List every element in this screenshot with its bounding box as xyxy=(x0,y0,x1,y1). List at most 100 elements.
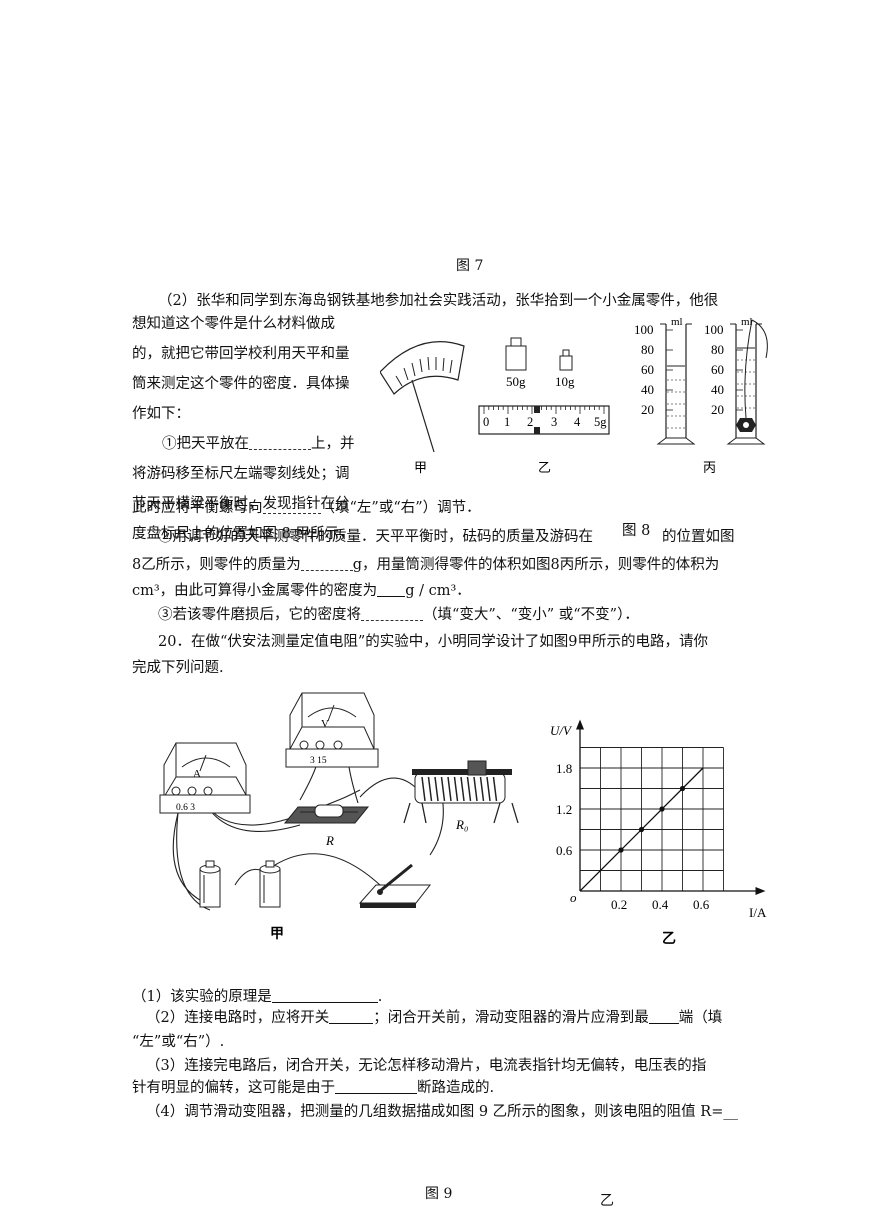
blank-density-change[interactable] xyxy=(361,606,423,621)
rider-bottom xyxy=(534,427,540,434)
q19-step2-line-1: ②用调节好的天平测零件的质量．天平平衡时，砝码的质量及游码在 xyxy=(158,529,593,545)
q20-sub1: （1）该实验的原理是. xyxy=(132,988,383,1005)
x-tick-label: 0.4 xyxy=(652,897,669,912)
q19-intro-line-1: （2）张华和同学到东海岛钢铁基地参加社会实践活动，张华拾到一个小金属零件，他很 xyxy=(158,293,719,309)
rheostat-coil xyxy=(479,776,485,802)
ammeter-scale: 0.6 3 xyxy=(176,803,195,813)
ruler-tick-label: 5g xyxy=(594,415,607,429)
blank-nut-direction[interactable] xyxy=(262,499,321,514)
ruler-tick-label: 4 xyxy=(574,415,581,429)
blank-slider-end[interactable] xyxy=(648,1009,679,1024)
resistor-label: R xyxy=(325,833,334,848)
weight-50g-label: 50g xyxy=(506,374,526,389)
q20-sub3-line-2: 针有明显的偏转，这可能是由于断路造成的. xyxy=(132,1079,495,1096)
ruler-tick-label: 3 xyxy=(551,415,557,429)
q19-intro-line: 作如下： xyxy=(132,406,190,422)
rheostat-coil xyxy=(434,776,439,802)
q20-sub2: （2）连接电路时，应将开关；闭合开关前，滑动变阻器的滑片应滑到最端（填 xyxy=(146,1009,723,1026)
battery-icon xyxy=(199,860,221,908)
rheostat-coil xyxy=(421,776,426,802)
q19-step1-line: 节天平横梁平衡时，发现指针在分 xyxy=(132,496,350,512)
blank-switch-state[interactable] xyxy=(329,1009,374,1024)
data-point xyxy=(659,806,665,812)
chart-points xyxy=(618,785,686,853)
q20-sub2-line-2: “左”或“右”）. xyxy=(132,1034,225,1050)
figure-9-bottom-yi: 乙 xyxy=(600,1193,614,1209)
cylinder-unit: ml xyxy=(741,316,753,328)
q19-intro-block: 想知道这个零件是什么材料做成 的，就把它带回学校利用天平和量 筒来测定这个零件的… xyxy=(132,309,382,549)
cylinder-tick: 80 xyxy=(711,342,724,357)
rheostat-coil xyxy=(440,776,446,802)
blank-principle[interactable] xyxy=(271,988,378,1003)
measuring-cylinder-water: ml 100 80 60 40 20 xyxy=(634,316,696,445)
cylinder-unit: ml xyxy=(671,316,683,328)
voltmeter-scale: 3 15 xyxy=(310,756,327,766)
cylinder-tick: 60 xyxy=(711,362,724,377)
voltmeter-icon xyxy=(285,692,379,768)
q19-step1-last-line: 此时应将平衡螺母向（填“左”或“右”）调节． xyxy=(132,499,481,516)
blank-density[interactable] xyxy=(377,582,406,597)
figure-8: 50g 10g 0 1 2 3 4 5g xyxy=(380,316,768,475)
figure-9-circuit: A 0.6 3 V 3 15 R xyxy=(159,692,519,942)
q19-step3-line: ③若该零件磨损后，它的密度将（填“变大”、“变小” 或“不变”）． xyxy=(158,606,639,623)
ruler-tick-label: 2 xyxy=(527,415,533,429)
x-tick-label: 0.2 xyxy=(611,897,627,912)
q19-intro-line: 的，就把它带回学校利用天平和量 xyxy=(132,346,350,362)
resistor-icon xyxy=(283,804,370,824)
data-point xyxy=(638,826,645,833)
chart-grid xyxy=(580,747,724,891)
blank-placement[interactable] xyxy=(249,435,311,450)
cylinder-tick: 20 xyxy=(711,402,724,417)
blank-mass[interactable] xyxy=(300,556,353,571)
balance-scale-dial xyxy=(380,341,465,453)
cylinder-tick: 40 xyxy=(711,382,724,397)
origin-label: o xyxy=(570,890,577,905)
rheostat-icon xyxy=(403,760,519,824)
q19-step2-line-1-end: 的位置如图 xyxy=(662,529,735,545)
rheostat-coil xyxy=(447,776,452,802)
balance-ruler: 0 1 2 3 4 5g xyxy=(478,405,610,435)
q20-sub4: （4）调节滑动变阻器，把测量的几组数据描成如图 9 乙所示的图象，则该电阻的阻值… xyxy=(146,1104,738,1120)
figure-8-caption: 图 8 xyxy=(622,523,651,539)
figure-9-label-yi: 乙 xyxy=(662,931,676,945)
data-point xyxy=(679,785,686,792)
cylinder-tick: 40 xyxy=(641,382,654,397)
battery-icon xyxy=(259,860,281,908)
ruler-tick-label: 0 xyxy=(483,415,489,429)
q19-intro-line: 想知道这个零件是什么材料做成 xyxy=(132,316,335,332)
blank-open-circuit[interactable] xyxy=(335,1079,417,1094)
voltmeter-label: V xyxy=(321,718,329,730)
weight-10g-label: 10g xyxy=(555,374,575,389)
y-tick-label: 0.6 xyxy=(556,843,573,858)
cylinder-tick: 100 xyxy=(704,322,724,337)
x-tick-label: 0.6 xyxy=(693,897,710,912)
q19-step1-line: ①把天平放在上，并 xyxy=(162,435,355,452)
ammeter-icon xyxy=(159,742,251,814)
rheostat-coil xyxy=(473,776,478,802)
weight-50g-icon xyxy=(505,337,527,371)
switch-icon xyxy=(358,863,432,908)
weight-10g-icon xyxy=(559,349,573,371)
data-point xyxy=(618,847,624,853)
y-tick-label: 1.2 xyxy=(556,802,572,817)
rheostat-coil xyxy=(486,776,491,802)
cylinder-tick: 20 xyxy=(641,402,654,417)
figure-8-label-yi: 乙 xyxy=(538,460,551,475)
q19-step1-line: 度盘标尺上的位置如图 8 甲所示， xyxy=(132,526,354,542)
q19-step1-line: 将游码移至标尺左端零刻线处；调 xyxy=(132,466,350,482)
q20-line-2: 完成下列问题. xyxy=(132,660,224,676)
rheostat-coil xyxy=(453,776,459,802)
cylinder-tick: 60 xyxy=(641,362,654,377)
figure-9-caption: 图 9 xyxy=(425,1186,453,1202)
figure-8-label-jia: 甲 xyxy=(414,460,427,475)
rheostat-coil xyxy=(427,776,433,802)
x-axis-label: I/A xyxy=(749,905,767,920)
y-axis-label: U/V xyxy=(550,723,573,738)
rheostat-coil xyxy=(466,776,472,802)
x-axis-arrow xyxy=(755,887,766,895)
